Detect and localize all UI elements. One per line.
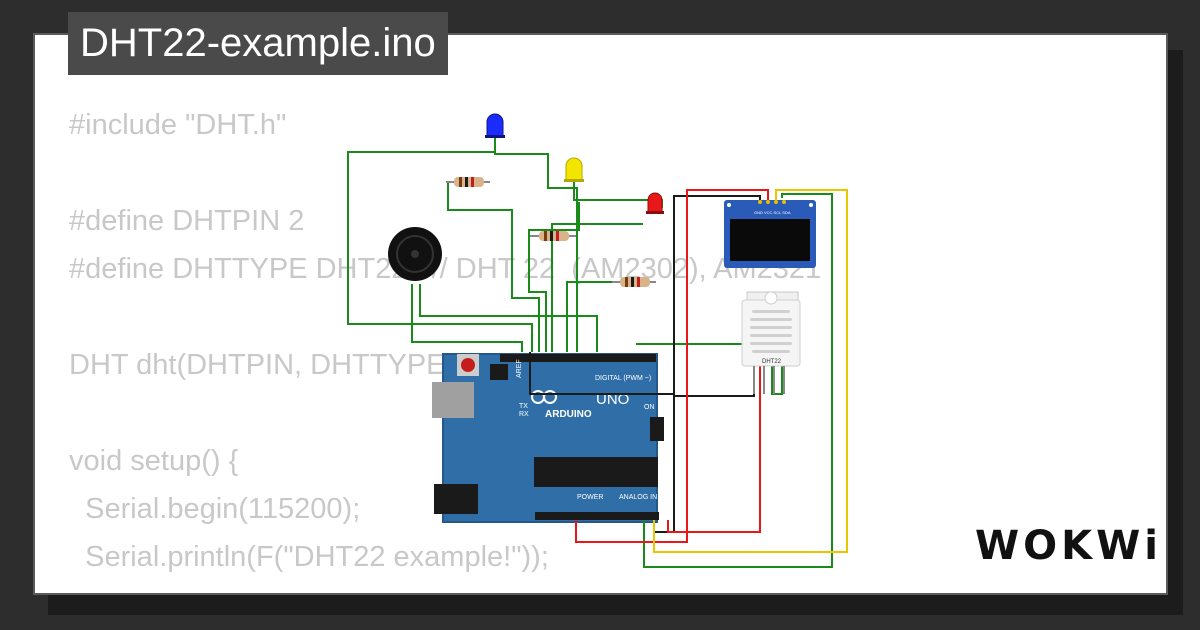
arduino-logo-text: ARDUINO bbox=[545, 409, 592, 420]
resistor bbox=[530, 231, 576, 241]
power-jack bbox=[434, 484, 478, 514]
code-line: #include "DHT.h" bbox=[69, 109, 287, 141]
project-card[interactable]: #include "DHT.h" #define DHTPIN 2 #define … bbox=[33, 33, 1168, 595]
wokwi-logo: WOKWi bbox=[975, 523, 1162, 569]
code-line: #define DHTPIN 2 bbox=[69, 205, 305, 237]
digital-header-label: DIGITAL (PWM ~) bbox=[595, 375, 651, 382]
rx-label: RX bbox=[519, 411, 529, 418]
oled-pin-labels: GND VCC SCL SDA bbox=[754, 210, 791, 215]
code-preview: #include "DHT.h" #define DHTPIN 2 #define … bbox=[69, 101, 821, 581]
on-label: ON bbox=[644, 404, 655, 411]
oled-display: GND VCC SCL SDA bbox=[724, 200, 816, 268]
code-line: DHT dht(DHTPIN, DHTTYPE); bbox=[69, 349, 464, 381]
code-line: void setup() { bbox=[69, 445, 239, 477]
tx-label: TX bbox=[519, 403, 528, 410]
resistor bbox=[612, 277, 656, 287]
arduino-board: DIGITAL (PWM ~) AREF TX RX ON ARDUINO UN… bbox=[432, 353, 664, 523]
code-line: Serial.println(F("DHT22 example!")); bbox=[69, 541, 549, 573]
usb-port bbox=[432, 382, 474, 418]
power-label: POWER bbox=[577, 494, 603, 501]
code-line: Serial.begin(115200); bbox=[69, 493, 361, 525]
led-blue bbox=[485, 113, 505, 138]
dht22-label: DHT22 bbox=[762, 359, 782, 365]
led-red bbox=[646, 192, 664, 214]
digital-header bbox=[500, 354, 656, 362]
circuit-diagram: DIGITAL (PWM ~) AREF TX RX ON ARDUINO UN… bbox=[347, 113, 848, 568]
resistor bbox=[446, 177, 490, 187]
led-yellow bbox=[564, 157, 584, 182]
uno-label: UNO bbox=[596, 391, 629, 408]
project-title[interactable]: DHT22-example.ino bbox=[68, 12, 448, 75]
atmega-chip bbox=[534, 457, 658, 487]
aref-label: AREF bbox=[516, 359, 523, 378]
buzzer bbox=[388, 227, 442, 281]
dht22-sensor: DHT22 bbox=[741, 291, 801, 394]
analog-header bbox=[535, 512, 659, 520]
analog-label: ANALOG IN bbox=[619, 494, 657, 501]
code-line: #define DHTTYPE DHT22 // DHT 22 (AM2302)… bbox=[69, 253, 822, 285]
